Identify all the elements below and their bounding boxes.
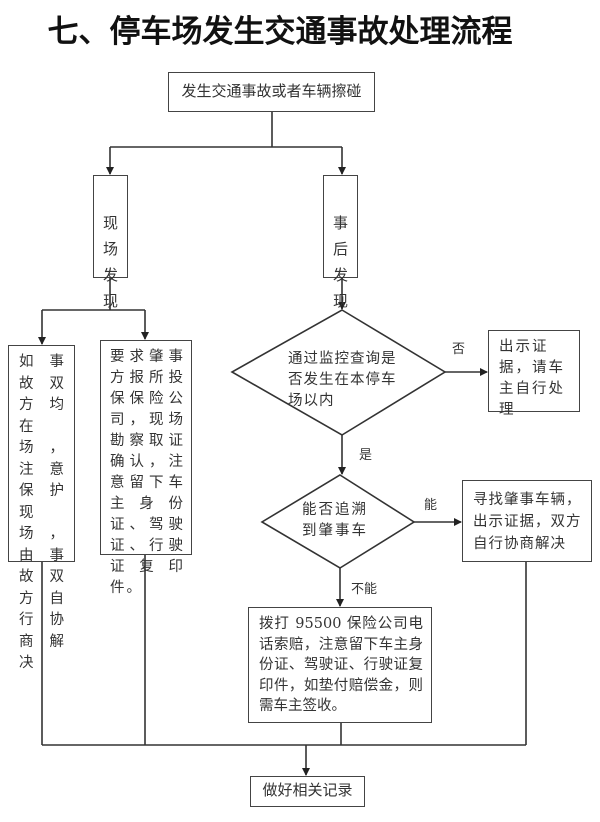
- start-node-text: 发生交通事故或者车辆擦碰: [181, 82, 362, 100]
- edge-label-yes: 是: [359, 448, 373, 463]
- not-found-text: 拨打 95500 保险公司电话索赔，注意留下车主身份证、驾驶证、行驶证复印件，如…: [259, 616, 423, 714]
- onsite-both-node: 如事故双方均在场，注意保护现场，由事故双方自行协商解决: [8, 345, 75, 671]
- edge-label-cannot: 不能: [351, 582, 378, 597]
- onsite-insurance-node: 要求肇事方报所投保保险公司，现场勘察取证确认，注意留下车主身份证、驾驶证、行驶证…: [100, 340, 192, 596]
- final-node-text: 做好相关记录: [262, 781, 353, 799]
- onsite-both-text: 如事故双方均在场，注意保护现场，由事故双方自行协商解决: [19, 354, 66, 671]
- decision-monitor-text: 通过监控查询是否发生在本停车场以内: [288, 351, 397, 409]
- after-node-text: 事 后 发 现: [332, 214, 348, 310]
- onsite-node: 现 场 发 现: [93, 175, 128, 310]
- outside-lot-text: 出示证据，请车主自行处理: [499, 339, 565, 418]
- onsite-insurance-text: 要求肇事方报所投保保险公司，现场勘察取证确认，注意留下车主身份证、驾驶证、行驶证…: [110, 349, 185, 596]
- found-vehicle-node: 寻找肇事车辆，出示证据，双方自行协商解决: [462, 480, 592, 562]
- after-node: 事 后 发 现: [323, 175, 358, 310]
- edge-label-can: 能: [424, 498, 438, 513]
- outside-lot-node: 出示证据，请车主自行处理: [488, 330, 580, 418]
- start-node: 发生交通事故或者车辆擦碰: [168, 72, 375, 112]
- found-vehicle-text: 寻找肇事车辆，出示证据，双方自行协商解决: [473, 492, 582, 552]
- not-found-node: 拨打 95500 保险公司电话索赔，注意留下车主身份证、驾驶证、行驶证复印件，如…: [248, 607, 432, 723]
- decision-trace-text: 能否追溯到肇事车: [302, 502, 368, 539]
- edge-label-no: 否: [452, 342, 466, 357]
- page-title: 七、停车场发生交通事故处理流程: [47, 14, 513, 50]
- onsite-node-text: 现 场 发 现: [102, 214, 118, 310]
- final-node: 做好相关记录: [250, 776, 365, 807]
